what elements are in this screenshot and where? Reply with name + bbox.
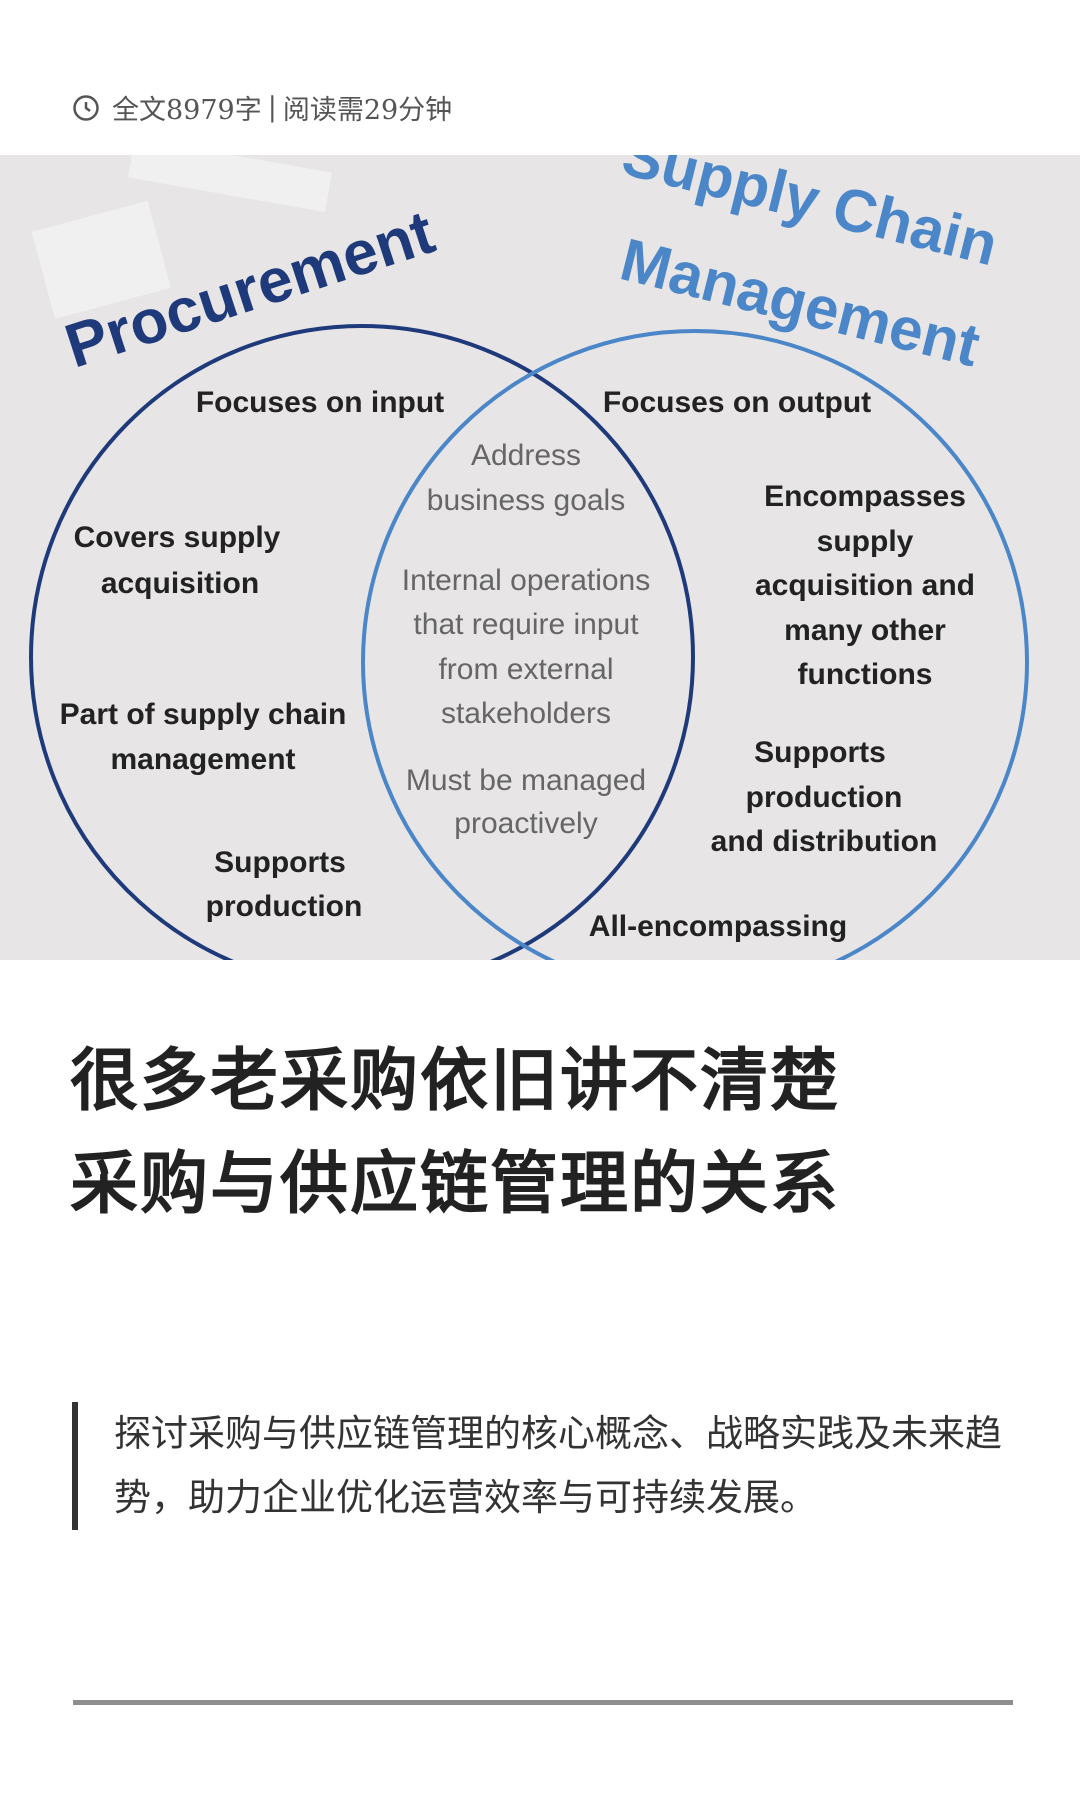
middle-item: Must be managed (406, 764, 646, 797)
word-count: 全文8979字 (112, 95, 262, 126)
divider (73, 1700, 1013, 1705)
left-item: Part of supply chain (60, 698, 347, 731)
middle-item: business goals (427, 484, 625, 517)
venn-diagram-image: Procurement Supply Chain Management Focu… (0, 121, 1080, 995)
left-item: management (110, 743, 295, 776)
article-title: 很多老采购依旧讲不清楚 采购与供应链管理的关系 (70, 1030, 1030, 1236)
reading-time: 阅读需29分钟 (282, 95, 453, 126)
right-item: Supports (754, 736, 886, 769)
meta-separator: | (267, 92, 277, 123)
left-item: Covers supply (74, 521, 281, 554)
middle-item: stakeholders (441, 697, 611, 730)
right-item: Focuses on output (603, 386, 871, 419)
right-item: and distribution (711, 825, 938, 858)
middle-item: proactively (454, 807, 597, 840)
clock-icon (73, 94, 99, 121)
keyboard-background (31, 137, 332, 319)
title-line-1: 很多老采购依旧讲不清楚 (70, 1041, 841, 1121)
left-item: production (206, 890, 363, 923)
left-item: Supports (214, 846, 346, 879)
summary-quote: 探讨采购与供应链管理的核心概念、战略实践及未来趋势，助力企业优化运营效率与可持续… (72, 1402, 1054, 1530)
right-item: acquisition and (755, 569, 975, 602)
right-item: All-encompassing (589, 910, 847, 943)
right-item: production (746, 781, 903, 814)
article-meta: 全文8979字 | 阅读需29分钟 (72, 88, 452, 127)
right-item: supply (817, 525, 914, 558)
middle-item: that require input (413, 608, 639, 641)
right-item: functions (798, 658, 933, 691)
right-item: Encompasses (764, 480, 966, 513)
right-item: many other (784, 614, 946, 647)
middle-item: Address (471, 439, 581, 472)
middle-item: Internal operations (402, 564, 651, 597)
left-item: Focuses on input (196, 386, 444, 419)
title-line-2: 采购与供应链管理的关系 (70, 1144, 841, 1224)
left-item: acquisition (101, 567, 259, 600)
middle-item: from external (438, 653, 613, 686)
